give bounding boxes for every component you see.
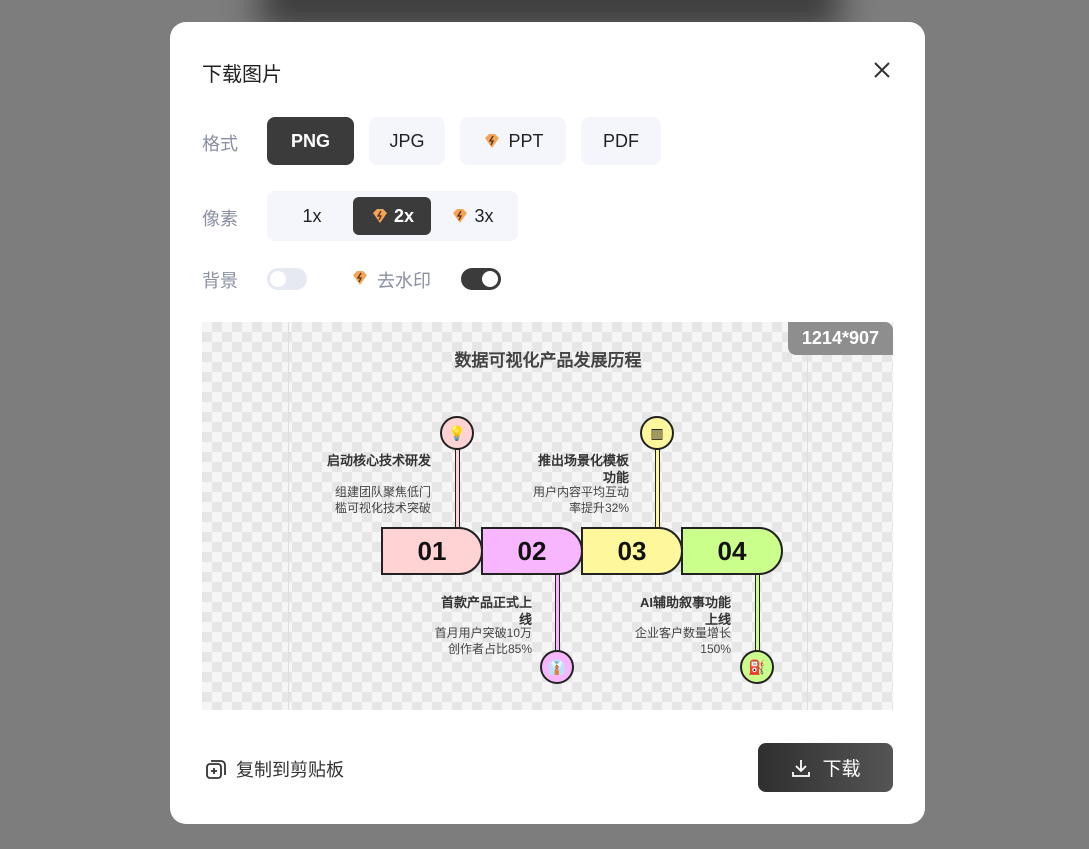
- watermark-label: 去水印: [377, 271, 431, 291]
- pixel-1x-button[interactable]: 1x: [273, 197, 351, 235]
- step-description: 组建团队聚焦低门槛可视化技术突破: [334, 485, 431, 515]
- close-icon[interactable]: [870, 58, 894, 82]
- step-heading: 推出场景化模板功能: [537, 453, 629, 485]
- premium-gem-icon: [372, 209, 387, 223]
- copy-to-clipboard-button[interactable]: 复制到剪贴板: [204, 756, 344, 782]
- step-heading: 启动核心技术研发: [326, 453, 431, 468]
- lightbulb-icon: 💡: [440, 416, 474, 450]
- dialog-title: 下载图片: [202, 64, 282, 86]
- download-button[interactable]: 下载: [758, 743, 893, 792]
- format-jpg-button[interactable]: JPG: [369, 117, 445, 165]
- premium-gem-icon: [453, 209, 468, 223]
- step-heading: 首款产品正式上线: [440, 595, 532, 627]
- format-ppt-button[interactable]: PPT: [460, 117, 566, 165]
- connector: [455, 449, 460, 529]
- option-label: JPG: [389, 130, 425, 151]
- step-chip: 03: [581, 527, 683, 575]
- format-label: 格式: [202, 134, 238, 154]
- step-chip: 02: [481, 527, 583, 575]
- fuel-pump-icon: ⛽: [740, 650, 774, 684]
- step-chip: 04: [681, 527, 783, 575]
- download-image-dialog: 下载图片 格式 PNG JPG PPT PDF 像素 1x 2x 3x 背景 去…: [170, 22, 925, 824]
- image-preview: 数据可视化产品发展历程 01 02 03 04 💡 ▥ 👔 ⛽ 启动核心技术研发…: [202, 322, 893, 710]
- remove-watermark-toggle[interactable]: [461, 268, 501, 290]
- image-size-badge: 1214*907: [787, 322, 893, 355]
- option-label: PPT: [508, 130, 544, 151]
- download-label: 下载: [822, 759, 861, 780]
- step-heading: AI辅助叙事功能上线: [639, 595, 731, 627]
- background-label: 背景: [202, 271, 238, 291]
- pixel-segmented-control: 1x 2x 3x: [267, 191, 518, 241]
- preview-title: 数据可视化产品发展历程: [454, 351, 642, 370]
- step-description: 用户内容平均互动率提升32%: [532, 485, 629, 515]
- copy-label: 复制到剪贴板: [236, 760, 344, 780]
- format-png-button[interactable]: PNG: [267, 117, 354, 165]
- connector: [755, 572, 760, 652]
- tie-icon: 👔: [540, 650, 574, 684]
- premium-gem-icon: [353, 271, 367, 285]
- option-label: PDF: [603, 130, 639, 151]
- step-chip: 01: [381, 527, 483, 575]
- background-toggle[interactable]: [267, 268, 307, 290]
- option-label: 3x: [474, 205, 494, 226]
- format-pdf-button[interactable]: PDF: [581, 117, 661, 165]
- copy-icon: [206, 760, 226, 779]
- pixel-label: 像素: [202, 209, 238, 229]
- connector: [555, 572, 560, 652]
- building-icon: ▥: [640, 416, 674, 450]
- option-label: 2x: [393, 205, 415, 226]
- step-description: 首月用户突破10万创作者占比85%: [434, 626, 532, 656]
- option-label: 1x: [302, 205, 322, 226]
- download-icon: [792, 759, 811, 777]
- connector: [655, 449, 660, 529]
- pixel-2x-button[interactable]: 2x: [353, 197, 431, 235]
- preview-image-frame: 数据可视化产品发展历程 01 02 03 04 💡 ▥ 👔 ⛽ 启动核心技术研发…: [288, 322, 808, 710]
- premium-gem-icon: [485, 134, 500, 148]
- pixel-3x-button[interactable]: 3x: [433, 197, 511, 235]
- option-label: PNG: [290, 130, 330, 151]
